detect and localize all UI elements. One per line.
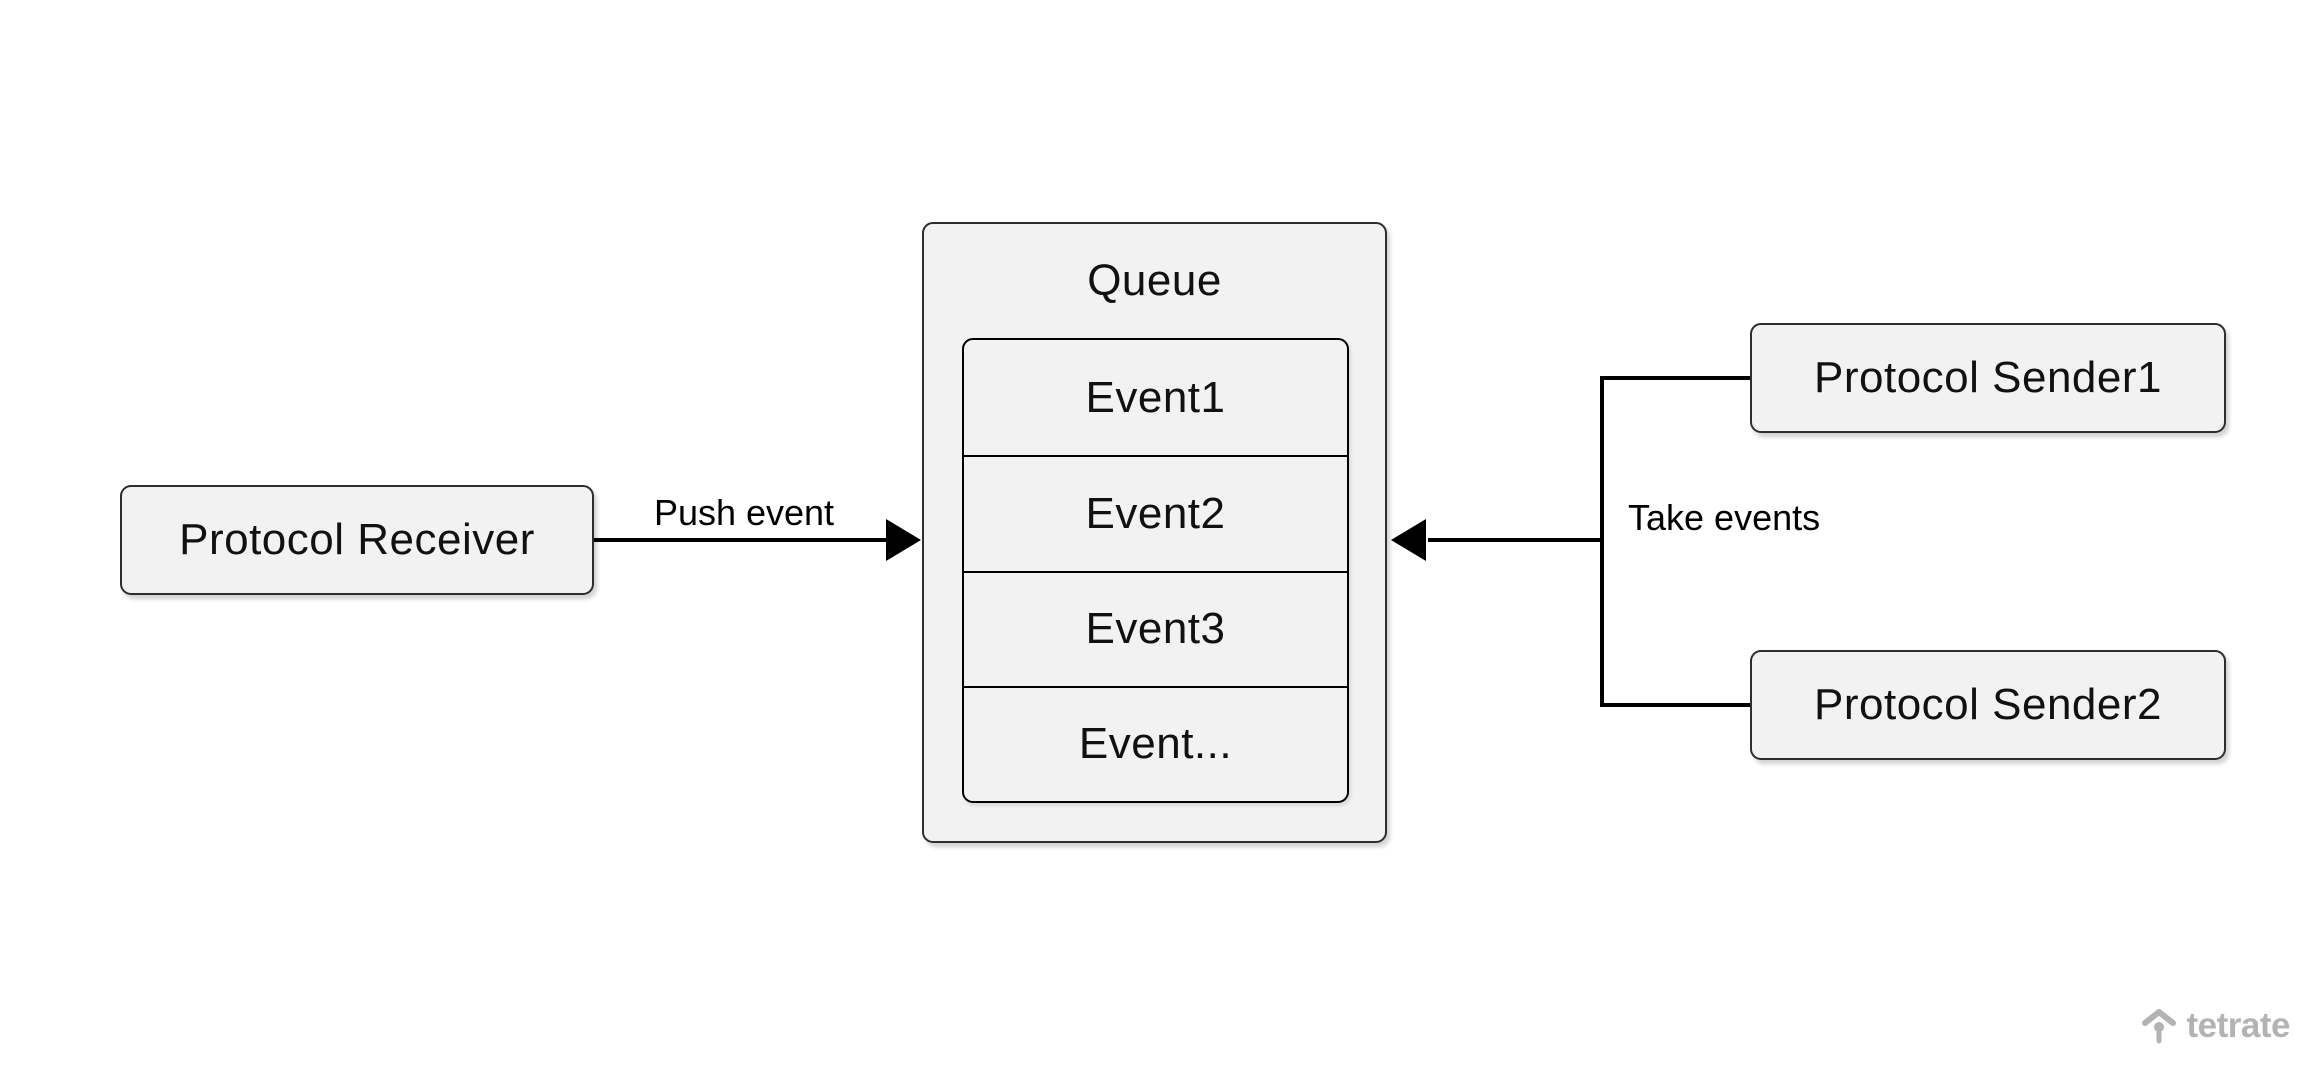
edge-label-take-events: Take events [1628, 497, 1821, 538]
node-protocol-receiver: Protocol Receiver [120, 485, 594, 595]
queue-event-row: Event... [964, 685, 1347, 801]
arrowhead-left-icon [1391, 519, 1426, 561]
queue-title: Queue [1087, 256, 1222, 305]
tetrate-logo: tetrate [2140, 1004, 2291, 1048]
node-protocol-sender2: Protocol Sender2 [1750, 650, 2226, 760]
tetrate-logo-text: tetrate [2186, 1006, 2291, 1045]
node-queue: Queue Event1 Event2 Event3 Event... [922, 222, 1387, 843]
node-protocol-sender2-label: Protocol Sender2 [1814, 680, 2162, 729]
queue-event-row: Event2 [964, 455, 1347, 570]
node-protocol-sender1-label: Protocol Sender1 [1814, 353, 2162, 402]
node-protocol-sender1: Protocol Sender1 [1750, 323, 2226, 433]
tetrate-logo-icon [2141, 1009, 2176, 1044]
take-events-connector [1391, 376, 1752, 707]
queue-event-row: Event1 [1085, 372, 1226, 422]
node-protocol-receiver-label: Protocol Receiver [179, 515, 535, 564]
edge-label-push-event: Push event [653, 492, 835, 533]
queue-event-row: Event3 [964, 570, 1347, 686]
queue-event-stack: Event1 Event2 Event3 Event... [962, 338, 1349, 803]
